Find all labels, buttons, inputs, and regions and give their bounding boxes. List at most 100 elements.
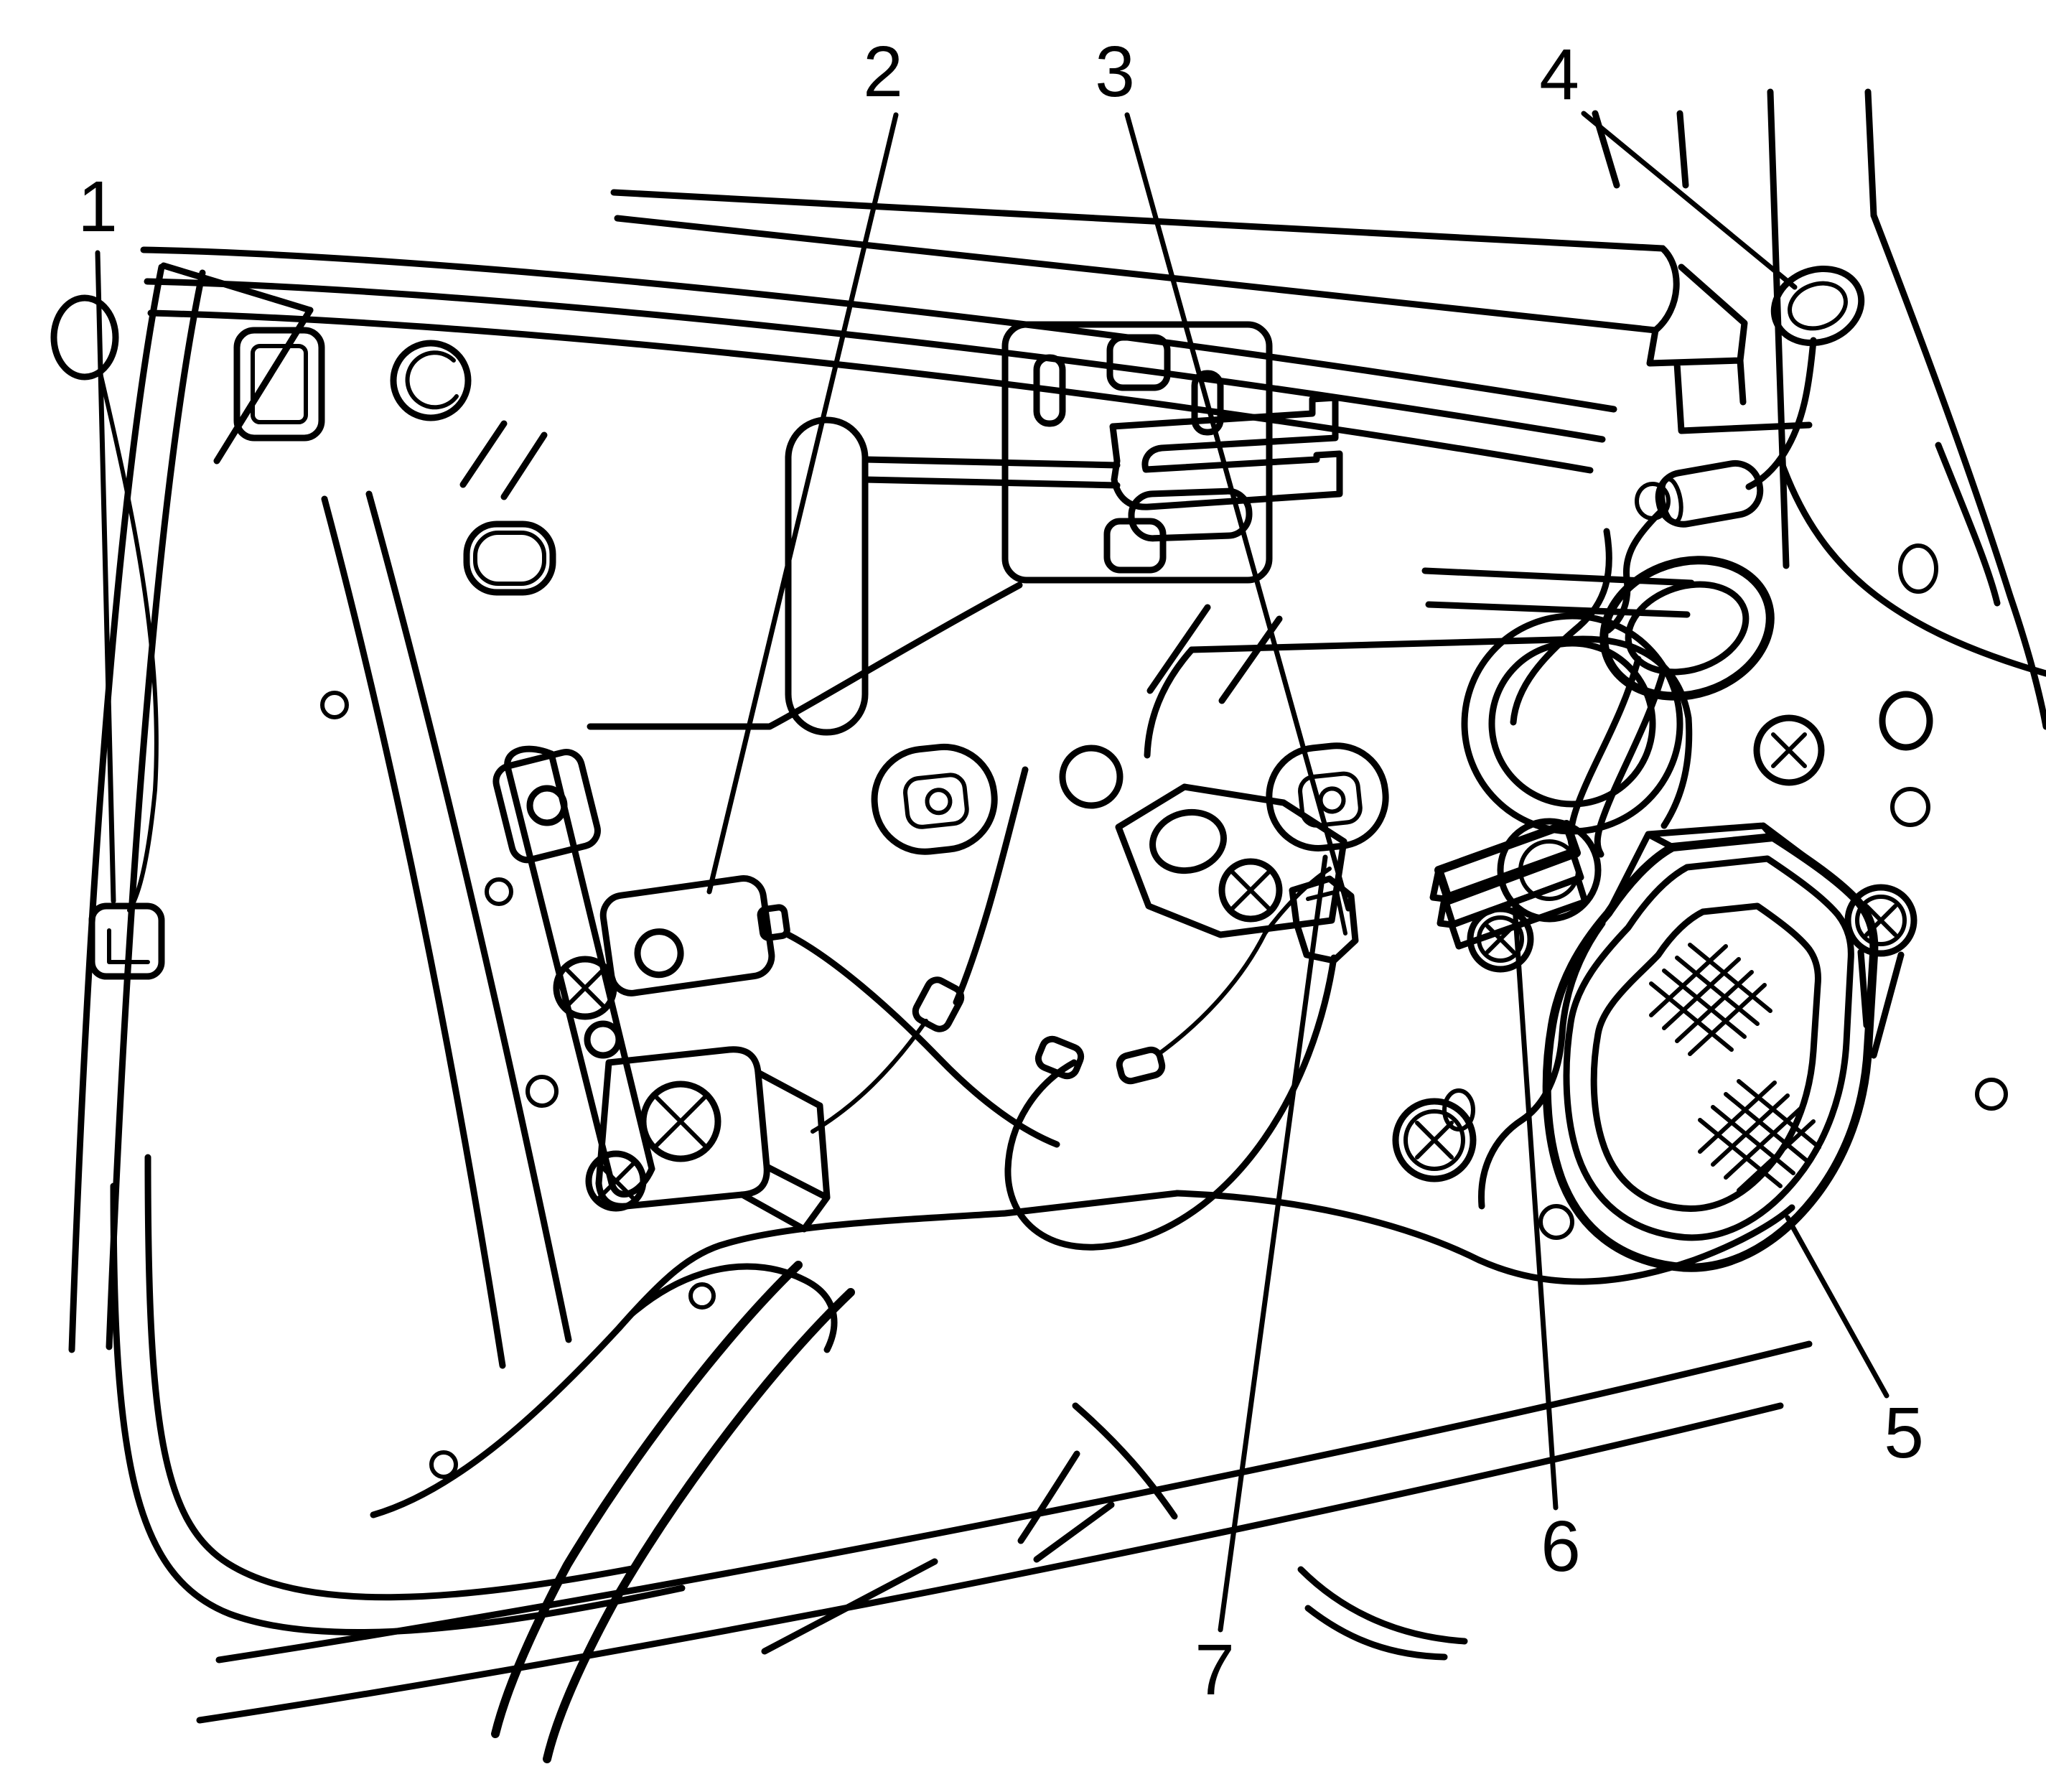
harness-barrel-cap	[1660, 477, 1683, 524]
hole-oval-left-dot	[925, 788, 953, 816]
frame-vertical-4	[1864, 88, 1877, 219]
center-bracket	[1115, 783, 1347, 938]
panel-screw-cross	[1771, 732, 1807, 768]
corner-fold-arc-2	[1304, 1605, 1448, 1661]
speaker-screw-top-right-ring	[1844, 884, 1917, 957]
door-rear-edge-short	[1935, 442, 2001, 607]
harness-strand-3	[1594, 666, 1668, 858]
window-beam-endcap	[1652, 245, 1680, 334]
callout-1-label: 1	[78, 167, 118, 247]
speaker-grille-hatch-lower	[1698, 1079, 1821, 1193]
harness-small-loop-outer	[1497, 818, 1602, 923]
door-conduit-left	[491, 1261, 803, 1738]
callout-2-label: 2	[863, 32, 903, 112]
harness-barrel-body	[1655, 459, 1764, 528]
mount-plate-slot-left	[1033, 354, 1066, 427]
opening-corner-outer	[144, 1154, 635, 1601]
mount-plate-slot-right	[1191, 370, 1224, 436]
harness-grommet	[1770, 265, 1865, 347]
panel-bottom-edge-left	[370, 1190, 1181, 1518]
speaker-screw-bottom-left-ring	[1392, 1098, 1477, 1182]
window-regulator	[492, 745, 1060, 1233]
mount-plate-square-top	[1106, 334, 1171, 391]
rail-screw-upper-cross	[564, 967, 606, 1009]
rear-edge-hole	[1898, 543, 1938, 594]
hole-stadium-upper-inner	[473, 531, 546, 586]
speaker-screw-bottom-left-head	[1403, 1109, 1465, 1171]
speaker-screw-bottom-left-cross	[1415, 1121, 1454, 1159]
guide-box-screw-head	[640, 1081, 721, 1162]
hole-small-1	[320, 691, 349, 719]
speaker-flange-slot	[1442, 1088, 1475, 1131]
lock-rod-roller	[785, 416, 869, 736]
harness-loop-big-inner	[1625, 581, 1750, 676]
door-top-edge-line-1	[140, 246, 1617, 413]
rail-upper-bracket-plate	[492, 749, 601, 864]
front-edge-keyhole	[50, 294, 119, 381]
speaker-screw-left-cross	[1485, 924, 1515, 954]
speaker-surround-ring	[1590, 902, 1821, 1212]
door-front-edge-outer	[68, 263, 165, 1353]
hole-oval-left-inner	[903, 773, 969, 829]
connector-end-steps	[1429, 867, 1455, 928]
sheet-fold-stroke-3	[1033, 1501, 1115, 1563]
hole-small-2	[485, 877, 513, 906]
speaker-hole-right	[1975, 1078, 2008, 1111]
cable-ferrule-upper	[912, 976, 965, 1032]
regulator-guide-box	[595, 1046, 831, 1233]
door-shell	[50, 88, 2046, 1763]
hole-circle-center	[1059, 745, 1124, 809]
sheet-fold-stroke-1	[1072, 1402, 1178, 1520]
hole-ring-outer	[390, 340, 472, 421]
hole-oval-right-dot	[1318, 786, 1346, 814]
guide-box-face	[595, 1046, 770, 1210]
callout-5-label: 5	[1884, 1393, 1924, 1473]
harness-wire-tail	[1604, 509, 1663, 634]
glass-run-tick-1	[459, 420, 508, 488]
speaker-flange-wave-left	[1478, 920, 1606, 1210]
rear-shelf-line-2	[1425, 601, 1691, 618]
hole-oval-left	[871, 743, 998, 855]
regulator-cable-2-tail	[811, 1019, 928, 1134]
callout-3-label: 3	[1095, 32, 1135, 112]
harness-clip	[88, 902, 165, 980]
connector-slab-1	[1434, 820, 1581, 905]
rail-screw-lower-cross	[597, 1162, 635, 1200]
hole-small-upper-right	[1890, 787, 1930, 827]
speaker-screw-left-ring	[1467, 905, 1534, 973]
center-bracket-screw	[1218, 858, 1283, 923]
speaker-frame-ring	[1563, 855, 1854, 1241]
panel-tick-1	[1146, 604, 1211, 694]
harness-grommet-inner	[1788, 281, 1848, 331]
rail-hole-upper	[526, 785, 568, 826]
mirror-bracket-edge-1	[160, 262, 314, 314]
connector-slab-3	[1448, 875, 1589, 950]
callout-2-leader	[706, 112, 899, 895]
lock-cable-assembly	[1004, 783, 1359, 1251]
lock-cable-clip	[1289, 875, 1359, 964]
callout-4-leader	[1581, 111, 1798, 290]
callout-5-leader	[1785, 1215, 1889, 1399]
speaker-screw-left	[1467, 905, 1534, 973]
callout-7-leader	[1218, 854, 1328, 1633]
harness-grommet-outer	[1770, 265, 1865, 347]
regulator-motor-body	[599, 875, 775, 997]
rail-hole-lower	[584, 1020, 622, 1059]
mirror-bracket-edge-2	[213, 307, 314, 465]
hole-small-4	[429, 1450, 458, 1479]
speaker-screw-top-right-cross	[1864, 904, 1897, 937]
regulator-motor	[599, 875, 790, 997]
speaker-top-face	[1604, 822, 1863, 917]
sheet-fold-stroke-2	[1017, 1450, 1080, 1544]
callout-1-leader	[95, 250, 116, 904]
glass-run-band-right	[365, 490, 572, 1343]
hole-small-3	[525, 1075, 559, 1108]
center-bracket-hole	[1149, 808, 1227, 874]
callout-3-leader	[1124, 112, 1351, 912]
corner-fold-arc-1	[1297, 1566, 1468, 1645]
harness-clip-notch	[107, 928, 150, 964]
center-bracket-screw-head	[1218, 858, 1283, 923]
panel-hole-bottom-small	[688, 1282, 716, 1310]
regulator-cable-2	[953, 766, 1029, 1006]
